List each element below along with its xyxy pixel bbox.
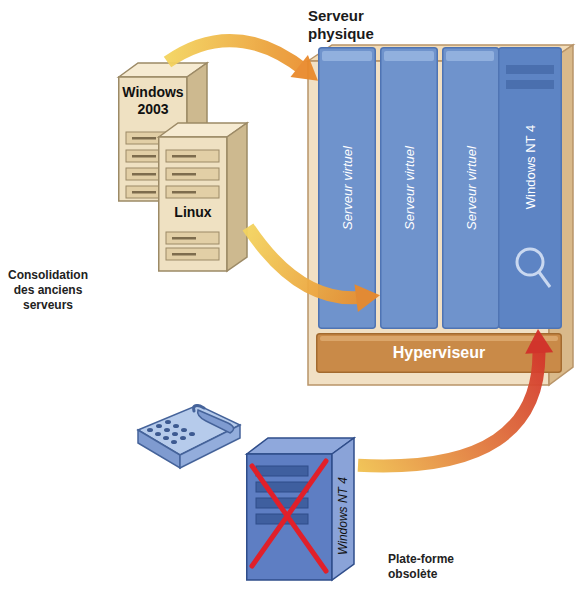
hypervisor-band: Hyperviseur	[316, 333, 562, 373]
text-holder: Consolidation des anciens serveurs	[2, 268, 94, 313]
text-holder: Windows 2003	[120, 84, 186, 118]
arrow-body	[168, 41, 306, 71]
text-holder: Hyperviseur	[316, 343, 562, 362]
node-shape	[158, 122, 248, 272]
arrow-body	[248, 227, 364, 298]
text-holder: Linux	[160, 204, 226, 221]
vertical-label: Serveur virtuel	[402, 146, 417, 230]
vertical-label: Windows NT 4	[336, 477, 350, 555]
legacy-server-tower: Linux	[158, 122, 248, 272]
vertical-label: Serveur virtuel	[340, 146, 355, 230]
box-label: Serveur physique	[308, 7, 418, 43]
vertical-label: Windows NT 4	[523, 125, 538, 209]
node-shape	[442, 47, 562, 329]
box-label: Windows 2003	[120, 84, 186, 118]
virtual-server-slab: Serveur virtuel Windows NT 4	[442, 47, 562, 329]
text-holder: Plate-forme obsolète	[388, 552, 488, 582]
obsolete-server: Windows NT 4	[246, 436, 358, 582]
box-label: Hyperviseur	[316, 343, 562, 362]
consolidation-arrow	[358, 329, 553, 466]
arrow-head	[290, 55, 318, 81]
caption-label: Plate-forme obsolète	[388, 552, 488, 582]
virtual-server-slab: Serveur virtuel	[318, 47, 376, 329]
arrow-head	[525, 329, 553, 354]
caption-label: Consolidation des anciens serveurs	[2, 268, 94, 313]
virtual-server-slab: Serveur virtuel	[380, 47, 438, 329]
box-label: Linux	[160, 204, 226, 221]
vertical-label: Serveur virtuel	[464, 146, 479, 230]
arrow-body	[358, 345, 539, 466]
consolidation-arrow	[168, 41, 319, 81]
arrow-head	[354, 284, 380, 312]
physical-server-case: Serveur physiqueServeur virtuelServeur v…	[300, 5, 575, 387]
consolidation-arrow	[248, 227, 380, 312]
text-holder: Serveur physique	[308, 7, 418, 43]
telephone-illustration	[128, 380, 248, 475]
